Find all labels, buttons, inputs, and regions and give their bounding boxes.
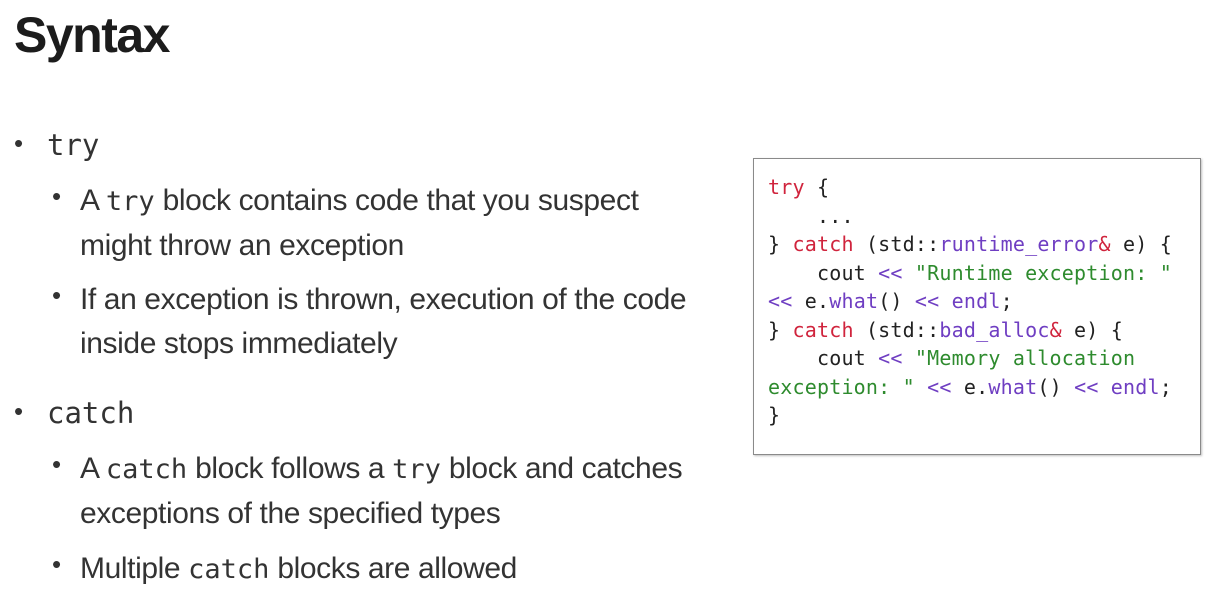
code-operator: << xyxy=(878,260,903,285)
code-identifier: endl xyxy=(1098,374,1160,399)
inline-code: try xyxy=(392,454,441,485)
code-operator: << xyxy=(914,374,952,399)
bullet-try-sub2: • If an exception is thrown, execution o… xyxy=(52,278,692,366)
code-keyword: try xyxy=(768,175,805,199)
code-string: "Runtime exception: " xyxy=(902,260,1172,285)
code-text: e. xyxy=(951,374,989,399)
text-fragment: block and catches exceptions of the spec… xyxy=(80,452,683,530)
code-identifier: endl xyxy=(939,289,1001,313)
bullet-dot-icon: • xyxy=(52,280,62,310)
code-function: what xyxy=(988,374,1038,399)
code-text: cout xyxy=(768,260,879,285)
code-text: ; xyxy=(1159,374,1173,399)
bullet-try-sub1: • A try block contains code that you sus… xyxy=(52,179,692,268)
code-operator: << xyxy=(878,346,903,370)
code-operator: & xyxy=(1049,317,1062,342)
inline-code: catch xyxy=(105,454,188,485)
code-example-box: try { ... } catch (std::runtime_error& e… xyxy=(753,158,1201,455)
code-text: { xyxy=(804,175,830,199)
bullet-catch-sub1: • A catch block follows a try block and … xyxy=(52,447,692,536)
code-text: (std:: xyxy=(853,232,940,256)
code-type: runtime_error xyxy=(939,232,1099,256)
bullet-try-sub2-text: If an exception is thrown, execution of … xyxy=(80,283,687,360)
bullet-catch-keyword: catch xyxy=(47,396,135,430)
code-text: () xyxy=(878,289,915,313)
bullet-dot-icon: • xyxy=(52,449,62,479)
code-type: bad_alloc xyxy=(939,317,1050,342)
text-fragment: block contains code that you suspect mig… xyxy=(80,184,639,262)
code-text: () xyxy=(1037,374,1075,399)
slide-title: Syntax xyxy=(14,7,170,63)
code-keyword: catch xyxy=(792,232,854,256)
code-keyword: catch xyxy=(792,317,854,342)
code-function: what xyxy=(829,289,879,313)
code-text: ; xyxy=(1000,289,1013,313)
inline-code: catch xyxy=(188,554,270,585)
code-text: e. xyxy=(792,289,830,313)
code-text: e) { xyxy=(1061,317,1124,342)
code-text: } xyxy=(768,403,781,427)
bullet-try-keyword: try xyxy=(47,128,100,162)
code-text: } xyxy=(768,317,793,342)
code-text: } xyxy=(768,232,793,256)
bullet-try-sub1-text: A try block contains code that you suspe… xyxy=(80,179,692,268)
bullet-catch-sub2-text: Multiple catch blocks are allowed xyxy=(80,547,692,592)
text-fragment: A xyxy=(80,452,106,485)
text-fragment: Multiple xyxy=(80,552,189,585)
code-block: try { ... } catch (std::runtime_error& e… xyxy=(768,173,1172,430)
text-fragment: block follows a xyxy=(187,452,393,485)
inline-code: try xyxy=(105,186,155,217)
code-text: ... xyxy=(768,203,854,228)
code-operator: << xyxy=(914,289,940,313)
code-string: exception: " xyxy=(768,374,915,399)
bullet-catch-sub1-text: A catch block follows a try block and ca… xyxy=(80,447,692,536)
bullet-dot-icon: • xyxy=(14,396,24,426)
text-fragment: A xyxy=(80,184,106,217)
bullet-dot-icon: • xyxy=(52,549,62,579)
bullet-dot-icon: • xyxy=(52,181,62,211)
code-operator: << xyxy=(1074,374,1099,399)
code-text: cout xyxy=(768,346,879,370)
code-text: (std:: xyxy=(853,317,940,342)
bullet-catch-sub2: • Multiple catch blocks are allowed xyxy=(52,547,692,592)
code-operator: & xyxy=(1098,232,1111,256)
bullet-dot-icon: • xyxy=(14,128,24,158)
code-text: e) { xyxy=(1110,232,1172,256)
code-operator: << xyxy=(768,289,793,313)
code-string: "Memory allocation xyxy=(902,346,1136,370)
text-fragment: blocks are allowed xyxy=(269,552,517,585)
